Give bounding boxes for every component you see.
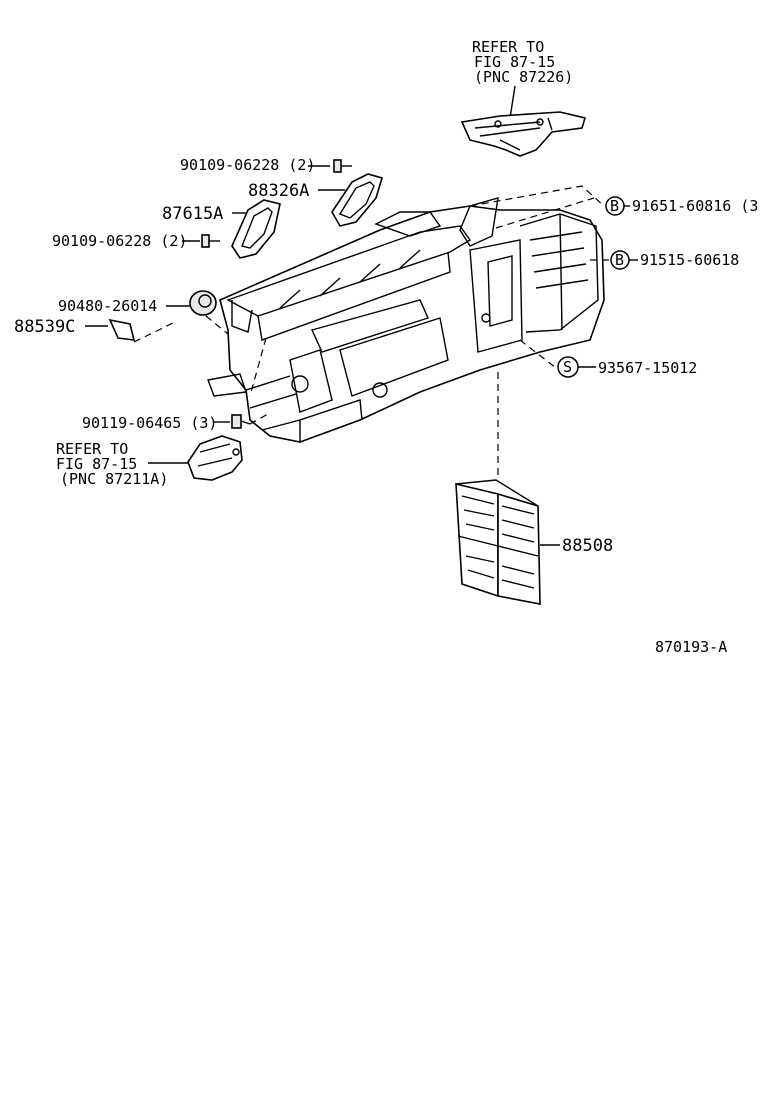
screw-top-icon (333, 159, 352, 173)
ref-top-line1: REFER TO (472, 38, 544, 56)
label-grommet: 90480-26014 (58, 297, 157, 315)
ref-left-group: REFER TO FIG 87-15 (PNC 87211A) (56, 435, 243, 488)
label-screw-top: 90109-06228 (2) (180, 156, 315, 174)
label-91515: 91515-60618 (640, 251, 739, 269)
label-88539C: 88539C (14, 317, 75, 337)
right-labels: B 91651-60816 (3) B 91515-60618 S 93567-… (557, 196, 760, 378)
label-screw-bottom: 90119-06465 (3) (82, 414, 217, 432)
ref-top-line3: (PNC 87226) (474, 68, 573, 86)
gasket-87615A-shape (231, 199, 281, 259)
label-87615A: 87615A (162, 204, 223, 224)
symbol-b1-text: B (610, 197, 619, 215)
ref-left-part (187, 435, 243, 481)
ref-left-line2: FIG 87-15 (56, 455, 137, 473)
label-91651: 91651-60816 (3) (632, 197, 760, 215)
ref-top-group: REFER TO FIG 87-15 (PNC 87226) (460, 38, 587, 157)
label-93567: 93567-15012 (598, 359, 697, 377)
screw-left-icon (201, 234, 220, 248)
grommet-shape (189, 290, 217, 316)
ref-top-bracket (460, 111, 587, 157)
ref-top-line2: FIG 87-15 (474, 53, 555, 71)
symbol-b2-text: B (615, 251, 624, 269)
ref-left-line3: (PNC 87211A) (60, 470, 168, 488)
filter-88508-shape (455, 479, 560, 605)
screw-bottom-icon (231, 414, 251, 429)
part-88539C-shape (108, 318, 176, 343)
label-screw-left: 90109-06228 (2) (52, 232, 187, 250)
heater-unit (207, 197, 605, 443)
label-88326A: 88326A (248, 181, 309, 201)
gasket-88326A-shape (331, 173, 383, 227)
ref-left-line1: REFER TO (56, 440, 128, 458)
figure-id: 870193-A (655, 638, 727, 656)
left-labels: 90109-06228 (2) 88326A 87615A 90109-0622… (14, 156, 352, 432)
dashed-guides (205, 185, 610, 480)
ref-top-leader (509, 85, 516, 119)
symbol-s-text: S (563, 358, 572, 376)
label-88508: 88508 (562, 536, 613, 556)
